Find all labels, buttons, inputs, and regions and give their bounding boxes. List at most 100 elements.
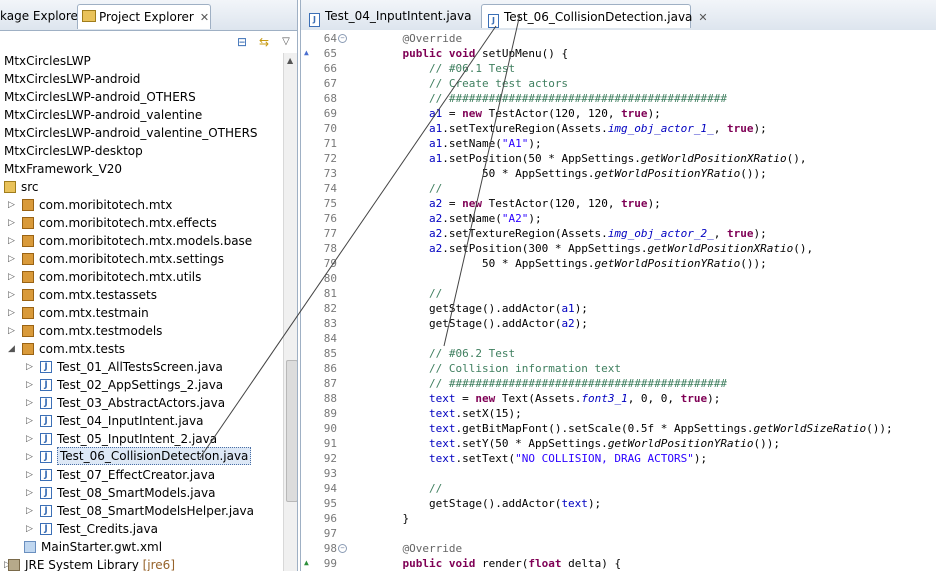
- override-marker-icon[interactable]: ▲: [304, 48, 309, 57]
- code-line[interactable]: 82 getStage().addActor(a1);: [301, 301, 936, 316]
- view-menu-icon[interactable]: ▽: [282, 36, 290, 47]
- code-line[interactable]: 81 //: [301, 286, 936, 301]
- collapse-all-icon[interactable]: ⊟: [236, 35, 248, 49]
- link-with-editor-icon[interactable]: ⇆: [258, 35, 270, 49]
- tree-scrollbar[interactable]: ▲: [283, 53, 297, 571]
- collapsed-arrow-icon[interactable]: ▷: [26, 452, 33, 462]
- tree-item[interactable]: ▷com.mtx.testmodels: [0, 322, 283, 340]
- tree-item[interactable]: ▷com.moribitotech.mtx.utils: [0, 268, 283, 286]
- tree-item[interactable]: ▷com.mtx.testassets: [0, 286, 283, 304]
- code-line[interactable]: 69 a1 = new TestActor(120, 120, true);: [301, 106, 936, 121]
- collapsed-arrow-icon[interactable]: ▷: [4, 556, 14, 571]
- code-line[interactable]: 95 getStage().addActor(text);: [301, 496, 936, 511]
- code-line[interactable]: 76 a2.setName("A2");: [301, 211, 936, 226]
- tree-item[interactable]: MtxCirclesLWP: [0, 52, 283, 70]
- tab-project-explorer[interactable]: Project Explorer✕: [77, 4, 211, 29]
- code-line[interactable]: 71 a1.setName("A1");: [301, 136, 936, 151]
- tree-item[interactable]: MtxCirclesLWP-desktop: [0, 142, 283, 160]
- collapsed-arrow-icon[interactable]: ▷: [8, 326, 15, 336]
- collapsed-arrow-icon[interactable]: ▷: [26, 380, 33, 390]
- code-line[interactable]: 91 text.setY(50 * AppSettings.getWorldPo…: [301, 436, 936, 451]
- tree-item[interactable]: MtxCirclesLWP-android_OTHERS: [0, 88, 283, 106]
- collapsed-arrow-icon[interactable]: ▷: [26, 506, 33, 516]
- code-line[interactable]: 67 // Create test actors: [301, 76, 936, 91]
- fold-toggle-icon[interactable]: −: [338, 34, 347, 43]
- tree-item[interactable]: MtxFramework_V20: [0, 160, 283, 178]
- fold-toggle-icon[interactable]: −: [338, 544, 347, 553]
- collapsed-arrow-icon[interactable]: ▷: [26, 524, 33, 534]
- close-icon[interactable]: ✕: [698, 11, 708, 24]
- implements-marker-icon[interactable]: ▲: [304, 558, 309, 567]
- scroll-up-icon[interactable]: ▲: [287, 56, 294, 65]
- code-line[interactable]: 86 // Collision information text: [301, 361, 936, 376]
- code-line[interactable]: 92 text.setText("NO COLLISION, DRAG ACTO…: [301, 451, 936, 466]
- code-line[interactable]: 73 50 * AppSettings.getWorldPositionYRat…: [301, 166, 936, 181]
- code-line[interactable]: 80: [301, 271, 936, 286]
- collapsed-arrow-icon[interactable]: ▷: [8, 308, 15, 318]
- collapsed-arrow-icon[interactable]: ▷: [8, 290, 15, 300]
- code-line[interactable]: ▲65 public void setUpMenu() {: [301, 46, 936, 61]
- code-line[interactable]: 83 getStage().addActor(a2);: [301, 316, 936, 331]
- tree-item[interactable]: ◢com.mtx.tests: [0, 340, 283, 358]
- collapsed-arrow-icon[interactable]: ▷: [26, 416, 33, 426]
- code-line[interactable]: 94 //: [301, 481, 936, 496]
- collapsed-arrow-icon[interactable]: ▷: [8, 218, 15, 228]
- code-line[interactable]: 78 a2.setPosition(300 * AppSettings.getW…: [301, 241, 936, 256]
- code-line[interactable]: 93: [301, 466, 936, 481]
- code-line[interactable]: 96 }: [301, 511, 936, 526]
- code-line[interactable]: 66 // #06.1 Test: [301, 61, 936, 76]
- code-line[interactable]: 68 // ##################################…: [301, 91, 936, 106]
- code-line[interactable]: 97: [301, 526, 936, 541]
- scrollbar-thumb[interactable]: [286, 360, 297, 502]
- collapsed-arrow-icon[interactable]: ▷: [8, 254, 15, 264]
- collapsed-arrow-icon[interactable]: ▷: [26, 434, 33, 444]
- code-line[interactable]: 75 a2 = new TestActor(120, 120, true);: [301, 196, 936, 211]
- tree-item[interactable]: MainStarter.gwt.xml: [0, 538, 283, 556]
- code-line[interactable]: 70 a1.setTextureRegion(Assets.img_obj_ac…: [301, 121, 936, 136]
- tree-item[interactable]: ▷JRE System Library [jre6]: [0, 556, 283, 571]
- tab-package-explorer[interactable]: kage Explorer: [0, 9, 83, 23]
- tree-item[interactable]: ▷com.moribitotech.mtx: [0, 196, 283, 214]
- collapsed-arrow-icon[interactable]: ▷: [8, 200, 15, 210]
- code-line[interactable]: ▲99 public void render(float delta) {: [301, 556, 936, 571]
- code-line[interactable]: 84: [301, 331, 936, 346]
- code-line[interactable]: 85 // #06.2 Test: [301, 346, 936, 361]
- code-line[interactable]: 89 text.setX(15);: [301, 406, 936, 421]
- collapsed-arrow-icon[interactable]: ▷: [8, 272, 15, 282]
- code-line[interactable]: 87 // ##################################…: [301, 376, 936, 391]
- code-line[interactable]: 64− @Override: [301, 31, 936, 46]
- tree-item[interactable]: ▷com.mtx.testmain: [0, 304, 283, 322]
- code-line[interactable]: 72 a1.setPosition(50 * AppSettings.getWo…: [301, 151, 936, 166]
- collapsed-arrow-icon[interactable]: ▷: [26, 470, 33, 480]
- collapsed-arrow-icon[interactable]: ▷: [26, 488, 33, 498]
- tree-item[interactable]: MtxCirclesLWP-android_valentine: [0, 106, 283, 124]
- close-icon[interactable]: ✕: [199, 11, 210, 24]
- code-editor[interactable]: 64− @Override▲65 public void setUpMenu()…: [301, 30, 936, 571]
- code-line[interactable]: 79 50 * AppSettings.getWorldPositionYRat…: [301, 256, 936, 271]
- code-line[interactable]: 74 //: [301, 181, 936, 196]
- expanded-arrow-icon[interactable]: ◢: [8, 344, 15, 354]
- tree-item[interactable]: MtxCirclesLWP-android_valentine_OTHERS: [0, 124, 283, 142]
- tree-item[interactable]: ▷com.moribitotech.mtx.settings: [0, 250, 283, 268]
- tree-item[interactable]: src: [0, 178, 283, 196]
- code-line[interactable]: 98− @Override: [301, 541, 936, 556]
- tree-item[interactable]: ▷com.moribitotech.mtx.effects: [0, 214, 283, 232]
- collapsed-arrow-icon[interactable]: ▷: [26, 398, 33, 408]
- code-line[interactable]: 90 text.getBitMapFont().setScale(0.5f * …: [301, 421, 936, 436]
- code-line[interactable]: 77 a2.setTextureRegion(Assets.img_obj_ac…: [301, 226, 936, 241]
- collapsed-arrow-icon[interactable]: ▷: [26, 362, 33, 372]
- collapsed-arrow-icon[interactable]: ▷: [8, 236, 15, 246]
- tree-item[interactable]: MtxCirclesLWP-android: [0, 70, 283, 88]
